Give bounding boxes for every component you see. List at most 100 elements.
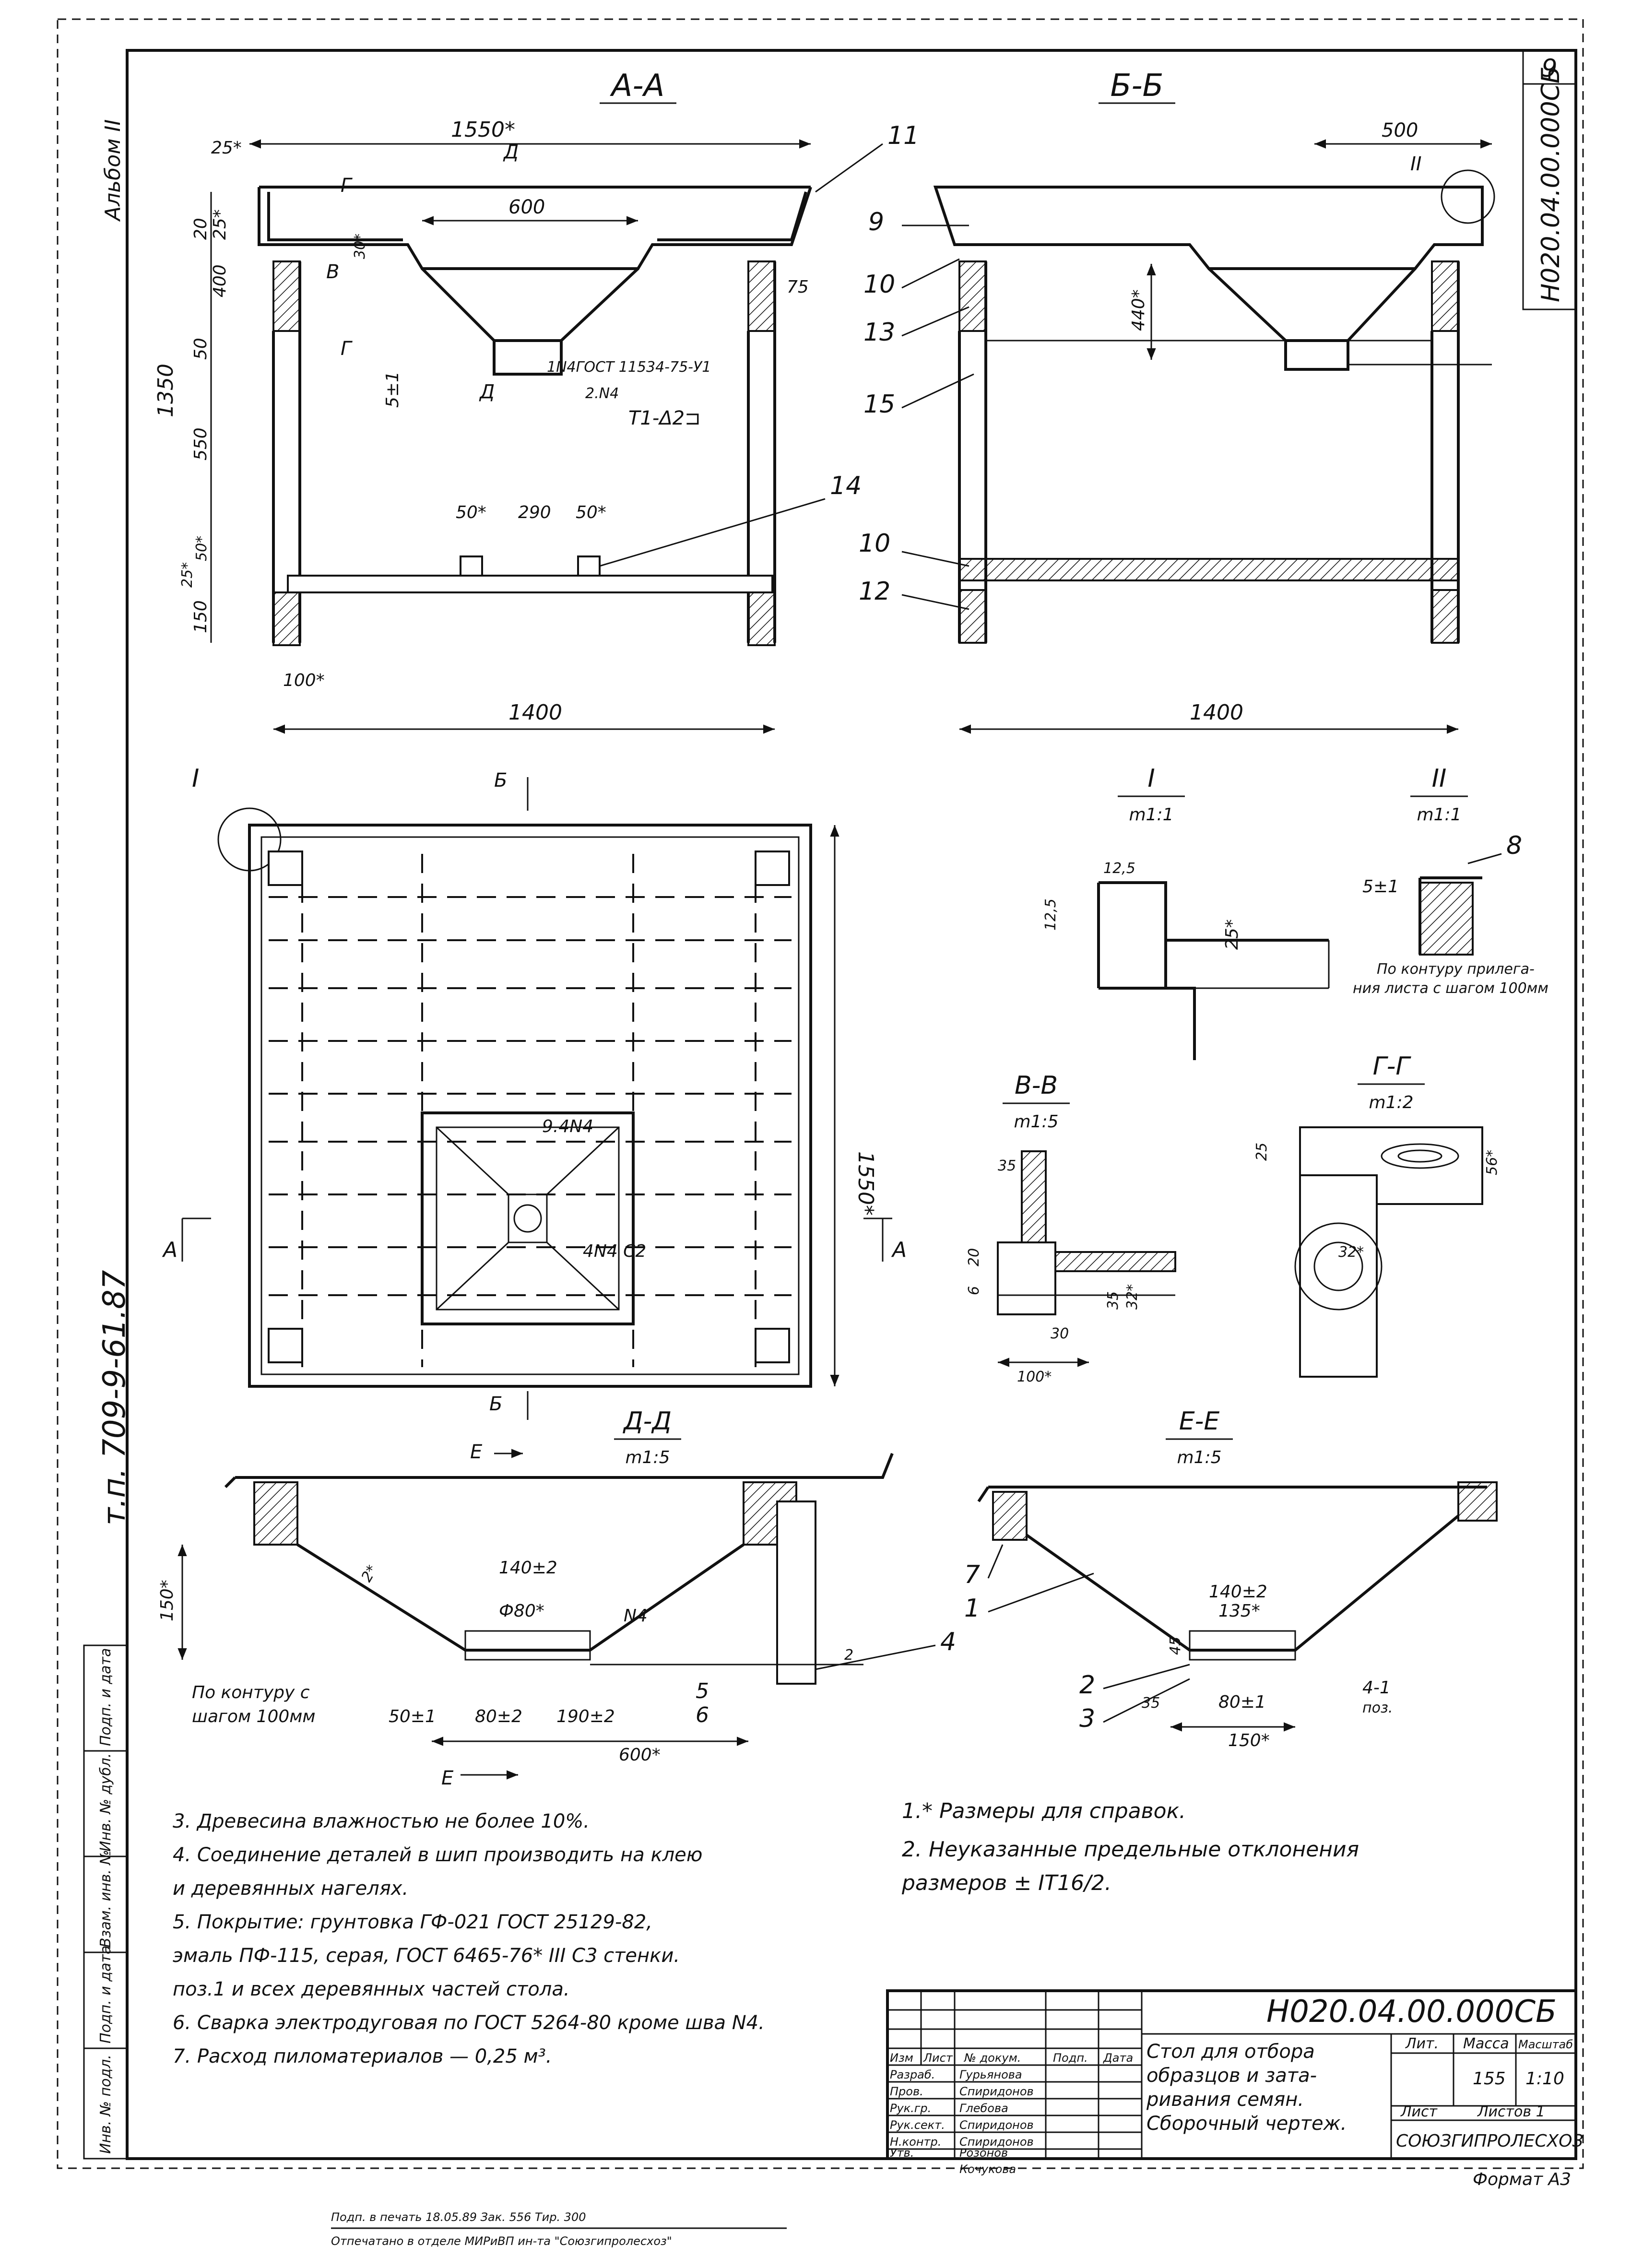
vv-dim-35a: 35 [998, 1158, 1016, 1174]
aa-weld-note-3: Т1-Δ2⊐ [628, 407, 701, 429]
detail-i-dim-1: 12,5 [1103, 860, 1135, 877]
tb-name-1: Гурьянова [959, 2068, 1022, 2081]
plan-cut-top: Б [494, 769, 507, 791]
stamp-cell-5: Инв. № подл. [97, 2055, 114, 2154]
ee-dim-140: 140±2 [1209, 1582, 1267, 1602]
section-ee-title: Е-Е [1179, 1407, 1220, 1436]
stamp-cell-4: Подп. и дата [97, 1946, 114, 2044]
tb-org: СОЮЗГИПРОЛЕСХОЗ [1396, 2131, 1584, 2151]
dd-cut-e: Е [470, 1441, 483, 1463]
callout-4: 4 [940, 1628, 956, 1656]
ee-part-note-2: поз. [1362, 1700, 1393, 1716]
tb-role-1: Разраб. [890, 2068, 935, 2081]
tb-lit-label: Лит. [1405, 2035, 1439, 2052]
gg-dim-32: 32* [1338, 1244, 1364, 1261]
callout-11: 11 [887, 121, 919, 150]
bb-dim-440: 440* [1129, 289, 1148, 331]
section-vv-scale: m1:5 [1014, 1112, 1058, 1132]
vv-dim-20: 20 [966, 1248, 982, 1266]
bb-detail-ref: II [1410, 153, 1422, 175]
tb-sheets-label: Листов 1 [1477, 2103, 1545, 2120]
callout-9: 9 [868, 208, 884, 236]
tb-mass-label: Масса [1463, 2035, 1509, 2052]
vv-dim-35b: 35 [1105, 1291, 1122, 1310]
vv-dim-30: 30 [1051, 1325, 1069, 1342]
detail-ii-callout: 8 [1506, 831, 1522, 860]
aa-dim-50c: 50* [456, 503, 486, 522]
detail-ii-note-2: ния листа с шагом 100мм [1353, 980, 1548, 997]
tb-col-date: Дата [1103, 2051, 1133, 2065]
aa-dim-25c: 25* [179, 562, 196, 588]
vertical-code-box [1522, 83, 1577, 310]
note-right-3: размеров ± IT16/2. [901, 1871, 1111, 1895]
tb-role-2: Пров. [890, 2085, 923, 2098]
gg-dim-56: 56* [1484, 1150, 1501, 1175]
ee-dim-150: 150* [1228, 1731, 1270, 1750]
callout-6: 6 [696, 1703, 709, 1727]
callout-1: 1 [964, 1594, 980, 1623]
tb-name-5: Спиридонов [959, 2135, 1034, 2149]
callout-7: 7 [964, 1560, 980, 1589]
stamp-cell-2: Инв. № дубл. [97, 1753, 114, 1852]
detail-i-scale: m1:1 [1129, 805, 1173, 825]
callout-13: 13 [863, 318, 895, 347]
aa-dim-1350: 1350 [154, 364, 178, 417]
tb-name-2: Спиридонов [959, 2085, 1034, 2098]
aa-dim-30: 30* [352, 234, 368, 259]
tb-col-list: Лист [923, 2051, 953, 2065]
detail-i: I m1:1 12,5 12,5 25* [1042, 764, 1330, 1060]
detail-ii-note-1: По контуру прилега- [1377, 961, 1535, 978]
left-stamp-strip: Подп. и дата Инв. № дубл. Взам. инв. № П… [83, 1644, 128, 2160]
callout-2: 2 [1079, 1671, 1095, 1700]
aa-dim-25: 25* [211, 138, 242, 158]
dd-dim-190: 190±2 [556, 1707, 615, 1726]
aa-mark-v: В [326, 261, 339, 283]
note-left-8: 7. Расход пиломатериалов — 0,25 м³. [173, 2045, 552, 2067]
detail-i-title: I [1147, 764, 1155, 793]
section-gg-title: Г-Г [1373, 1052, 1412, 1081]
tb-designation: Н020.04.00.000СБ [1266, 1994, 1557, 2030]
plan-cut-left: А [162, 1238, 177, 1262]
aa-dim-290: 290 [518, 503, 551, 522]
note-left-1: 3. Древесина влажностью не более 10%. [173, 1810, 590, 1832]
aa-mark-d-top: Д [503, 141, 519, 163]
ee-dim-135: 135* [1218, 1601, 1260, 1621]
note-left-6: поз.1 и всех деревянных частей стола. [173, 1978, 570, 2000]
tb-scale-value: 1:10 [1525, 2069, 1564, 2089]
detail-i-dim-2: 12,5 [1042, 898, 1059, 931]
inner-frame [126, 49, 1577, 2160]
plan-weld-b: 4N4 C2 [583, 1241, 646, 1261]
tb-mass-value: 155 [1473, 2069, 1506, 2089]
tb-name-6: Розонов [959, 2146, 1008, 2160]
dd-dim-80: Ф80* [499, 1601, 544, 1621]
section-aa-title: А-А [610, 68, 665, 104]
detail-ii-dim: 5±1 [1362, 877, 1399, 897]
ee-dim-80: 80±1 [1218, 1692, 1266, 1712]
vv-dim-6: 6 [966, 1286, 982, 1295]
album-label: Альбом II [101, 119, 125, 222]
note-left-4: 5. Покрытие: грунтовка ГФ-021 ГОСТ 25129… [173, 1911, 652, 1933]
plan-dim-1550: 1550* [853, 1151, 878, 1216]
section-ee-scale: m1:5 [1177, 1448, 1221, 1467]
ee-part-note: 4-1 [1362, 1678, 1391, 1698]
dd-dim-50: 50±1 [389, 1707, 436, 1726]
aa-dim-100: 100* [283, 671, 325, 690]
vv-dim-100: 100* [1017, 1369, 1052, 1385]
aa-dim-1400: 1400 [508, 700, 562, 725]
plan-cut-right: А [891, 1238, 907, 1262]
dd-dim-80b: 80±2 [475, 1707, 522, 1726]
section-ee: Е-Е m1:5 140±2 135* 45 35 80±1 150* 4-1 … [964, 1407, 1498, 1750]
tb-name-4: Спиридонов [959, 2118, 1034, 2132]
aa-dim-400: 400 [210, 264, 230, 297]
tp-code: т.п. 709-9-61.87 [97, 1270, 132, 1525]
aa-dim-75: 75 [787, 277, 809, 297]
ee-dim-35: 35 [1142, 1695, 1160, 1712]
detail-i-dim-3: 25* [1222, 919, 1242, 950]
detail-ii-title: II [1432, 764, 1447, 793]
tb-name-3: Глебова [959, 2102, 1008, 2115]
aa-dim-600: 600 [508, 196, 545, 218]
sheet-number-tab: 9 [1541, 54, 1557, 83]
dd-dim-140: 140±2 [499, 1558, 557, 1578]
aa-dim-50b: 50* [193, 536, 210, 561]
detail-ii-scale: m1:1 [1417, 805, 1461, 825]
